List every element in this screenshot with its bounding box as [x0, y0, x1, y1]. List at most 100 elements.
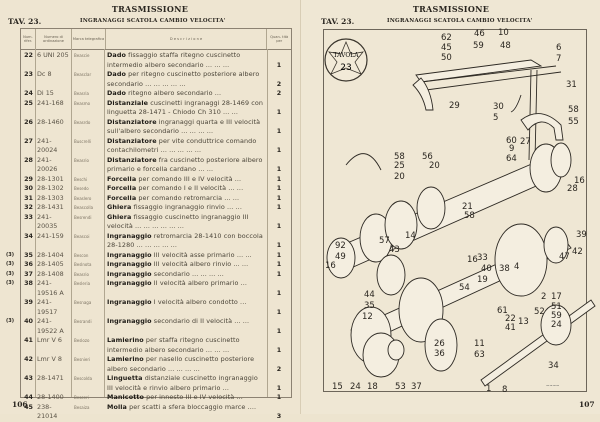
callout-label: 25 [394, 161, 405, 171]
part-details: per innesto III e IV velocità ... [144, 393, 243, 401]
order-code: 28-1301 [37, 174, 64, 183]
part-name: Distanziatore [107, 136, 157, 145]
part-name: Distanziatore [107, 155, 157, 164]
callout-label: 52 [534, 307, 545, 317]
telegraphic-code: Besrendi [74, 214, 92, 220]
telegraphic-code: Beasria [74, 91, 89, 96]
quantity: 1 [276, 393, 282, 401]
part-name: Ingranaggio [107, 317, 152, 325]
part-details: per ritegno cuscinetto posteriore albero… [107, 70, 260, 88]
callout-label: 38 [499, 264, 510, 274]
description: Lamierino per nasello cuscinetto posteri… [104, 355, 267, 374]
description: Ingranaggio II velocità albero primario … [104, 279, 267, 298]
order-code: 28-1408 [37, 269, 64, 278]
parts-table: Num. rifer. Numero di ordinazione Marca … [6, 28, 292, 420]
callout-label: 43 [389, 245, 400, 255]
callout-label: 51 [551, 302, 562, 312]
page-number: 107 [579, 400, 595, 409]
ref-number: 22 [24, 51, 33, 59]
ref-number: 33 [24, 212, 33, 221]
callout-label: 24 [551, 320, 562, 330]
right-page: TRASMISSIONE TAV. 23. INGRANAGGI SCATOLA… [300, 0, 600, 414]
quantity: 1 [276, 60, 282, 69]
callout-label: 48 [500, 41, 511, 51]
part-details: per comando III e IV velocità ... [136, 174, 242, 183]
description: Distanziatore fra cuscinetto posteriore … [104, 156, 267, 175]
callout-label: 18 [367, 382, 378, 392]
artist-signature: ~~~~ [546, 383, 559, 388]
telegraphic-code: Beascolla [74, 205, 94, 210]
revision-mark: (3) [5, 261, 14, 267]
callout-label: 12 [362, 312, 373, 322]
order-code: 28-1405 [37, 260, 64, 268]
callout-label: 58 [394, 152, 405, 162]
part-name: Linguetta [107, 374, 143, 382]
order-code: 28-1303 [37, 193, 64, 202]
description: Distanziatore ingranaggi quarta e III ve… [104, 118, 267, 137]
description: Ingranaggio III velocità asse primario .… [104, 251, 267, 261]
ref-number: 42 [24, 355, 33, 363]
revision-mark: (3) [5, 251, 14, 258]
description: Lamierino per staffa ritegno cuscinetto … [104, 336, 267, 355]
part-name: Distanziatore [107, 117, 157, 126]
table-subtitle: INGRANAGGI SCATOLA CAMBIO VELOCITA' [80, 18, 226, 24]
table-label: TAV. 23. [321, 17, 355, 26]
quantity: 1 [276, 307, 282, 316]
diagram-frame [323, 29, 587, 392]
table-subtitle: INGRANAGGI SCATOLA CAMBIO VELOCITA' [387, 18, 533, 24]
ref-number: 38 [24, 279, 33, 287]
description: Dado fissaggio staffa ritegno cuscinetto… [104, 51, 267, 70]
callout-label: 29 [449, 101, 460, 111]
callout-label: 41 [505, 323, 516, 333]
left-page: TRASMISSIONE TAV. 23. INGRANAGGI SCATOLA… [0, 0, 300, 420]
callout-label: 19 [477, 275, 488, 285]
callout-label: 63 [474, 350, 485, 360]
telegraphic-code: Buscrelli [74, 138, 91, 144]
quantity: 1 [276, 174, 282, 183]
callout-label: 35 [364, 301, 375, 311]
part-details: III velocità albero rinvio ... ... [151, 260, 249, 268]
callout-label: 47 [559, 252, 570, 262]
order-code: 241-20026 [37, 155, 58, 174]
part-name: Forcella [107, 193, 137, 202]
revision-mark: (3) [5, 280, 14, 286]
order-code: Lmr V 8 [37, 355, 62, 363]
order-code: Lmr V 6 [37, 336, 62, 344]
ref-number: 44 [24, 393, 33, 401]
quantity: 1 [276, 193, 282, 202]
part-name: Dado [107, 51, 126, 59]
order-code: 241-19516 A [37, 279, 64, 297]
part-name: Ingranaggio [107, 231, 152, 240]
callout-label: 15 [332, 382, 343, 392]
callout-label: 16 [467, 255, 478, 265]
header-ref: Num. rifer. [21, 29, 36, 49]
part-details: secondario di II velocità ... ... [151, 317, 250, 325]
callout-label: 33 [477, 253, 488, 263]
ref-number: 36 [24, 260, 33, 268]
quantity: 1 [276, 269, 282, 278]
telegraphic-code: Beasrdo [74, 119, 91, 125]
callout-label: 34 [548, 361, 559, 371]
callout-label: 31 [566, 80, 577, 90]
order-code: Dc 8 [37, 70, 52, 78]
order-code: 28-1302 [37, 184, 64, 192]
description: Dado ritegno albero secondario ... [104, 89, 267, 99]
callout-label: 28 [567, 184, 578, 194]
description: Forcella per comando III e IV velocità .… [104, 175, 267, 185]
part-details: ritegno albero secondario ... [125, 89, 222, 97]
part-details: ingranaggi quarta e III velocità sull'al… [107, 117, 261, 136]
description: Distanziatore per vite conduttrice coman… [104, 137, 267, 156]
description: Ingranaggio retromarcia 28-1410 con bocc… [104, 232, 267, 251]
part-name: Ghiera [107, 203, 132, 211]
order-code: 241-159 [37, 231, 64, 240]
part-details: retromarcia 28-1410 con boccola 28-1280 … [107, 231, 263, 250]
telegraphic-code: Bescon [74, 252, 89, 258]
part-details: secondario ... ... ... ... [151, 269, 224, 278]
